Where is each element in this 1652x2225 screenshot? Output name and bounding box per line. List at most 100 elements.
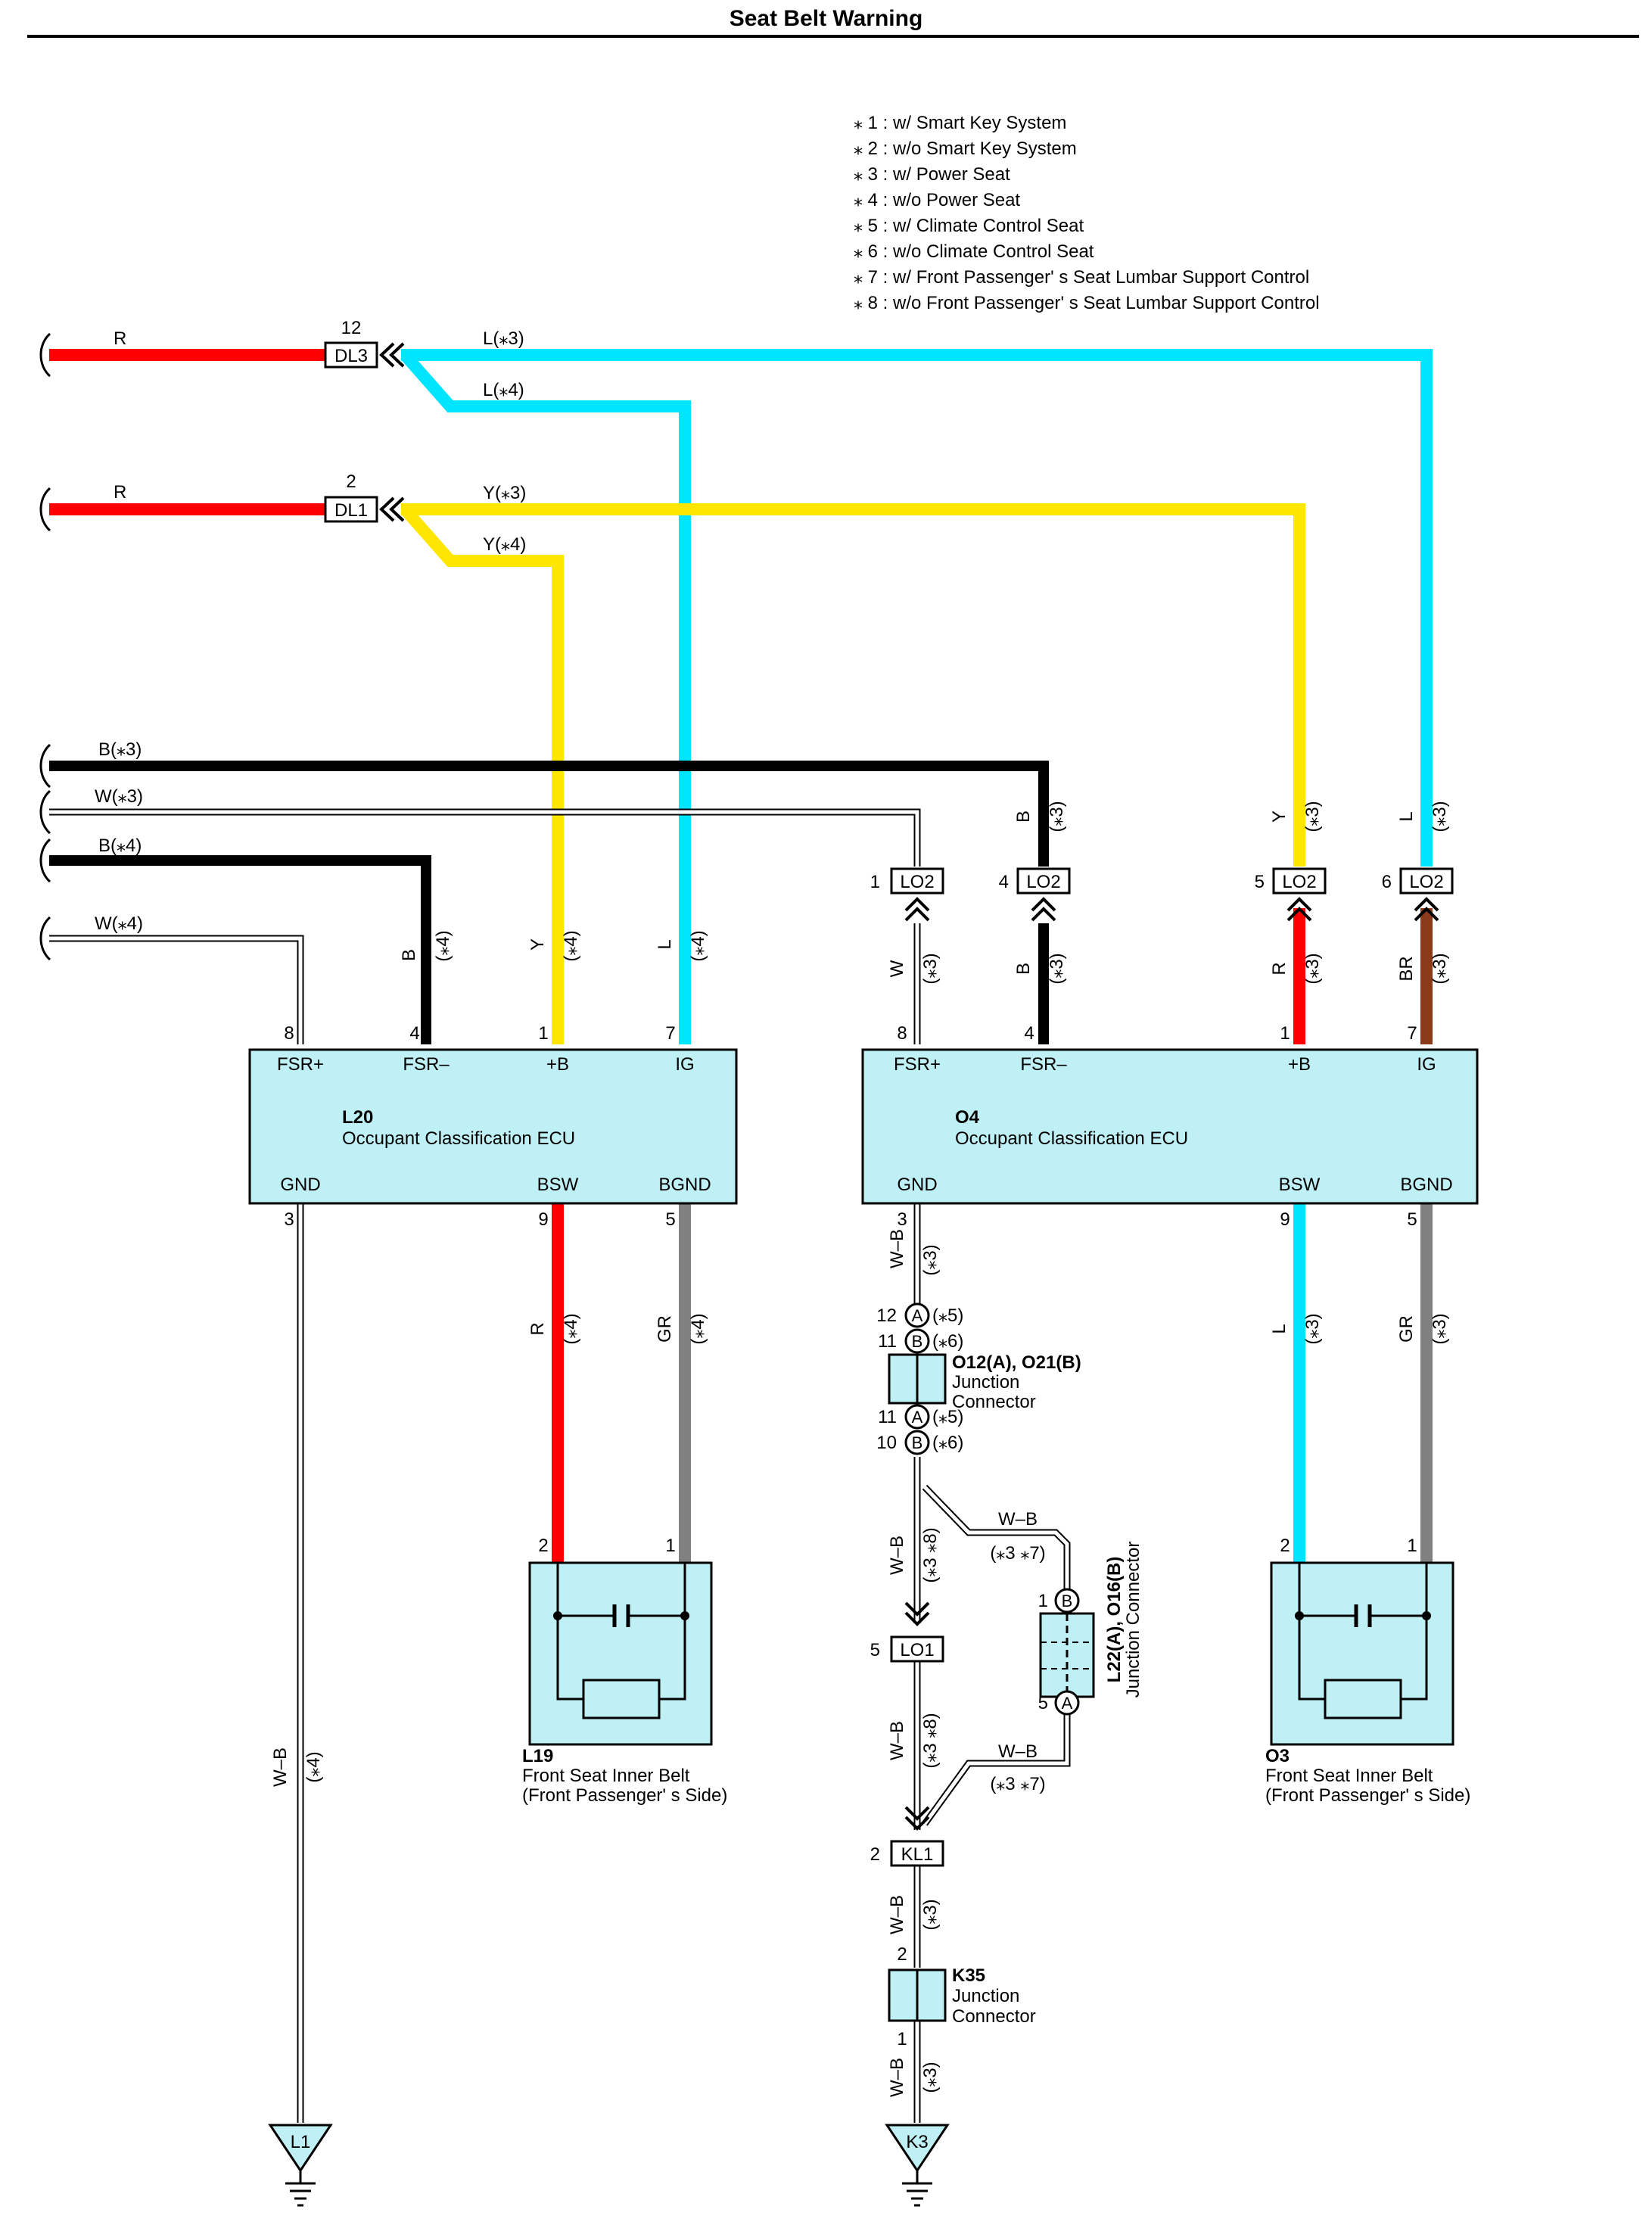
wire-label-w3: W(⁎3) [95,786,143,807]
l20-pin-num-ig: 7 [665,1023,675,1044]
connector-lo2-5-label: LO2 [1282,872,1316,892]
o3-pin-right: 1 [1407,1536,1417,1556]
wire-label-y3: Y(⁎3) [483,483,526,503]
title-rule [27,35,1639,38]
ecu-o4: 8 4 1 7 FSR+ FSR– +B IG O4 Occupant Clas… [861,1023,1479,1230]
k35-line2: Connector [952,2006,1036,2027]
o12-note-3: (⁎5) [932,1407,963,1427]
wire-label-y4: Y(⁎4) [483,534,526,555]
o4-pin-ig: IG [1417,1054,1436,1075]
connector-dl3-pin: 12 [341,318,362,338]
l22-letter-a: A [1062,1694,1073,1713]
vlabel-l20-l: L [655,939,675,949]
label-bypass-wb2: W–B [998,1741,1038,1762]
o4-pin-num-ig: 7 [1407,1023,1417,1044]
note-line: ⁎ 2 : w/o Smart Key System [854,138,1077,159]
o12-pin-1: 12 [876,1305,897,1326]
wire-yellow-y4 [400,505,564,1044]
vlabel-o4-b-top: B [1013,811,1034,823]
wire-white-w3-b [49,810,919,867]
vlabel-gnd-wb1: W–B [887,1229,907,1268]
connector-lo2-1: LO2 1 [870,867,944,922]
l19-line2: (Front Passenger' s Side) [522,1785,727,1806]
o4-pin-gnd: GND [897,1175,937,1195]
wire-label-w4: W(⁎4) [95,913,143,934]
vlabel-gnd-wb5-note: (⁎3) [920,2062,941,2093]
connector-lo1: LO1 5 [870,1601,944,1663]
l20-pin-bsw: BSW [537,1175,579,1195]
vlabel-l20-gr-note: (⁎4) [688,1313,708,1344]
wire-label-l3: L(⁎3) [483,328,524,349]
note-line: ⁎ 1 : w/ Smart Key System [854,113,1067,133]
l20-pin-gnd: GND [280,1175,320,1195]
connector-kl1: KL1 2 [870,1806,944,1867]
vlabel-l20-y-note: (⁎4) [561,930,581,961]
ground-l1: L1 [268,2124,333,2207]
note-line: ⁎ 6 : w/o Climate Control Seat [854,241,1094,262]
vlabel-l20-gr: GR [655,1315,675,1343]
note-line: ⁎ 3 : w/ Power Seat [854,164,1010,185]
wire-white-w4-a [49,935,304,1044]
o12-letter-1: A [912,1306,923,1325]
l20-pin-ig: IG [675,1054,694,1075]
o4-id: O4 [955,1107,980,1128]
o12-note-1: (⁎5) [932,1305,963,1326]
wire-cyan-l4 [400,350,691,1044]
ground-k3: K3 [885,2124,950,2207]
o4-pin-bgnd: BGND [1400,1175,1452,1195]
o4-pin-fsrp: FSR+ [894,1054,941,1075]
vlabel-o4-l-top: L [1396,811,1417,821]
l22-letter-b: B [1062,1592,1073,1610]
vlabel-o4-br-note: (⁎3) [1430,953,1450,984]
label-bypass-wb1-note: (⁎3 ⁎7) [990,1543,1045,1564]
wire-black-b4 [49,855,431,1044]
o12-pin-3: 11 [878,1407,897,1427]
connector-dl3: DL3 12 [324,318,405,369]
connector-lo2-4: LO2 4 [999,867,1071,922]
l20-pin-num-bsw: 9 [538,1209,548,1230]
wire-cyan-l3 [401,349,1433,867]
wire-label-b4: B(⁎4) [98,836,142,856]
l19-pin-left: 2 [538,1536,548,1556]
o4-pin-bsw: BSW [1279,1175,1321,1195]
o12-letter-4: B [912,1433,923,1452]
wire-label-group: R R L(⁎3) L(⁎4) Y(⁎3) Y(⁎4) B(⁎3) W(⁎3) … [95,328,526,934]
o4-pin-num-fsrp: 8 [897,1023,907,1044]
vlabel-gnd-wb2-note: (⁎3 ⁎8) [920,1527,941,1582]
connector-lo2-5: LO2 5 [1255,867,1327,922]
vlabel-o4-b-note: (⁎3) [1047,953,1067,984]
vlabel-l20-wb-note: (⁎4) [303,1751,324,1782]
connector-dl3-label: DL3 [334,346,368,366]
o3-id: O3 [1265,1746,1290,1766]
k35-pin-top: 2 [897,1944,907,1965]
l22-title: L22(A), O16(B) [1104,1557,1125,1683]
k35-pin-bottom: 1 [897,2029,907,2049]
o12-title: O12(A), O21(B) [952,1352,1081,1373]
o4-name: Occupant Classification ECU [955,1128,1188,1149]
l20-pin-num-fsrp: 8 [284,1023,294,1044]
wire-yellow-y3 [401,503,1305,867]
wire-label-b3: B(⁎3) [98,739,142,760]
o4-pin-num-bgnd: 5 [1407,1209,1417,1230]
k35-title: K35 [952,1965,985,1986]
connector-lo2-5-pin: 5 [1255,872,1265,892]
o4-pin-num-bsw: 9 [1280,1209,1290,1230]
vlabel-o4-r-note: (⁎3) [1302,953,1323,984]
l19-line1: Front Seat Inner Belt [522,1766,690,1786]
vlabel-gnd-wb3: W–B [887,1721,907,1760]
l20-pin-num-b: 1 [538,1023,548,1044]
l19-id: L19 [522,1746,553,1766]
vlabel-o4-r: R [1269,962,1290,975]
vlabel-l20-wb: W–B [270,1747,291,1787]
connector-lo2-6-pin: 6 [1382,872,1392,892]
o12-letter-3: A [912,1408,923,1427]
l20-pin-b: +B [546,1054,569,1075]
vlabel-o4-gr-note: (⁎3) [1430,1313,1450,1344]
connector-dl1-label: DL1 [334,500,368,521]
seatbelt-o3: 2 1 O3 Front Seat Inner Belt (Front Pass… [1265,1536,1470,1806]
vlabel-gnd-wb5: W–B [887,2058,907,2097]
connector-lo2-4-label: LO2 [1026,872,1060,892]
ground-k3-label: K3 [906,2132,928,2152]
o4-pin-num-fsrm: 4 [1024,1023,1034,1044]
vlabel-o4-w: W [887,960,907,977]
